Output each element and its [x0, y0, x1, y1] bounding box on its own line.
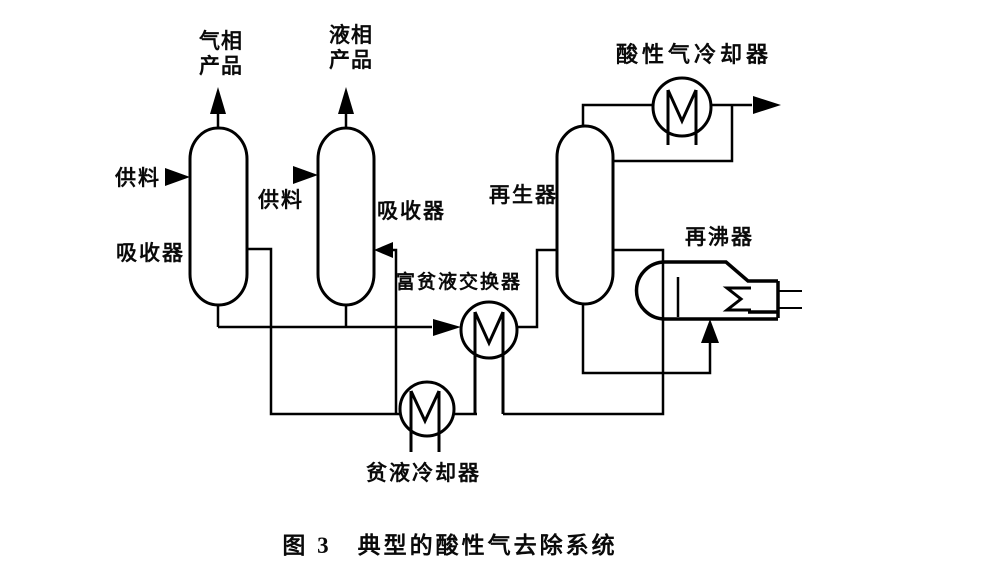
feed-right-arrow-icon — [293, 166, 318, 184]
absorber-left-label: 吸收器 — [116, 241, 185, 265]
reboiler-label: 再沸器 — [685, 225, 754, 249]
reboiler-left-dome — [634, 260, 666, 321]
reboiler-draw-and-lean-return-pipe — [503, 248, 665, 416]
lean-to-absorber2-pipe — [392, 248, 398, 414]
rich-into-exchanger-arrow-icon — [433, 319, 461, 336]
gas-product-label: 气相产品 — [199, 29, 243, 78]
rich-lean-exchanger-label: 富贫液交换器 — [396, 272, 523, 293]
reboiler-tube-bundle-icon — [722, 286, 751, 312]
rich-feed-to-regenerator-pipe — [517, 248, 557, 329]
regenerator-vessel — [555, 124, 615, 306]
reboiler-kettle — [634, 260, 802, 321]
regenerator-bottoms-to-reboiler-pipe — [581, 303, 712, 375]
feed-right-label: 供料 — [258, 188, 304, 212]
rich-lean-exchanger-icon — [459, 300, 519, 414]
flow-arrows — [165, 87, 781, 343]
absorber-2-vessel — [316, 126, 376, 307]
liquid-product-arrow-icon — [338, 87, 354, 114]
regenerator-label: 再生器 — [489, 183, 558, 207]
reboiler-steam-stubs — [778, 290, 802, 309]
heat-exchangers — [398, 76, 713, 452]
reflux-return-pipe — [613, 105, 734, 163]
acid-gas-outlet-arrow-icon — [753, 96, 781, 114]
gas-product-arrow-icon — [210, 87, 226, 114]
absorber-1-vessel — [188, 126, 249, 307]
into-reboiler-arrow-icon — [701, 319, 719, 343]
lean-into-absorber2-arrow-icon — [374, 242, 393, 258]
feed-left-label: 供料 — [115, 166, 161, 190]
absorber-right-label: 吸收器 — [377, 199, 446, 223]
figure-caption: 图 3 典型的酸性气去除系统 — [282, 533, 618, 558]
reboiler-top-shell — [665, 260, 778, 283]
liquid-product-label: 液相产品 — [329, 23, 373, 72]
lean-cooler-icon — [398, 380, 456, 452]
lean-to-absorber1-pipe — [247, 247, 400, 416]
acid-gas-cooler-icon — [651, 76, 713, 145]
lean-cooler-label: 贫液冷却器 — [366, 461, 481, 485]
feed-left-arrow-icon — [165, 168, 190, 186]
overhead-pipe-left — [581, 103, 653, 126]
piping — [216, 103, 752, 416]
acid-gas-cooler-label: 酸性气冷却器 — [616, 42, 773, 67]
